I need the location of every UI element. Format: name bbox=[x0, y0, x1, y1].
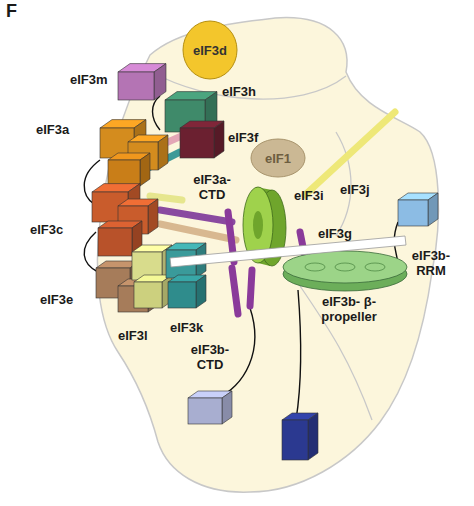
subunit-label: eIF3b- RRM bbox=[402, 248, 460, 278]
block-front bbox=[188, 398, 222, 424]
subunit-block bbox=[188, 391, 232, 424]
block-front bbox=[108, 160, 140, 186]
panel-letter: F bbox=[6, 4, 17, 19]
subunit-label: eIF3k bbox=[170, 320, 203, 335]
subunit-label: eIF3a- CTD bbox=[186, 172, 238, 202]
block-side bbox=[158, 135, 168, 170]
block-front bbox=[118, 72, 154, 100]
block-side bbox=[140, 153, 150, 186]
block-side bbox=[214, 121, 224, 158]
node-label: eIF3d bbox=[193, 43, 227, 58]
node-ellipse bbox=[251, 139, 305, 177]
block-front bbox=[180, 128, 214, 158]
subunit-label: eIF3h bbox=[222, 84, 256, 99]
subunit-label: eIF3i bbox=[294, 188, 324, 203]
block-front bbox=[398, 200, 428, 226]
block-side bbox=[148, 199, 158, 234]
ribosome-outline bbox=[97, 18, 438, 493]
linker-line bbox=[296, 290, 301, 420]
linker-line bbox=[153, 96, 161, 130]
block-front bbox=[98, 228, 132, 256]
ribosome-groove bbox=[152, 72, 346, 99]
subunit-label: eIF3b- β-propeller bbox=[306, 294, 392, 324]
eif1-ellipse: eIF1 bbox=[250, 138, 306, 178]
subunit-block bbox=[180, 121, 224, 158]
subunit-label: eIF3a bbox=[36, 122, 69, 137]
block-side bbox=[222, 391, 232, 424]
subunit-block bbox=[398, 193, 438, 226]
block-side bbox=[154, 64, 166, 100]
propeller-blade bbox=[305, 263, 325, 271]
subunit-block bbox=[282, 413, 318, 460]
subunit-block bbox=[108, 153, 150, 186]
subunit-block bbox=[134, 275, 172, 308]
propeller-blade bbox=[365, 263, 385, 271]
helix-rod bbox=[160, 224, 236, 240]
subunit-label: eIF3j bbox=[340, 182, 370, 197]
helix-rod bbox=[250, 270, 252, 306]
subunit-block bbox=[168, 275, 206, 308]
subunit-label: eIF3c bbox=[30, 222, 63, 237]
cylinder-hole bbox=[253, 211, 263, 239]
helix-bar bbox=[170, 236, 406, 267]
node-ellipse bbox=[183, 21, 237, 79]
subunit-label: eIF3m bbox=[70, 72, 108, 87]
propeller-top bbox=[283, 251, 407, 283]
subunit-label: eIF3g bbox=[318, 226, 352, 241]
subunit-label: eIF3b- CTD bbox=[184, 342, 236, 372]
helix-rod bbox=[232, 268, 238, 314]
block-side bbox=[308, 413, 318, 460]
linker-line bbox=[84, 232, 98, 272]
propeller-blade bbox=[335, 263, 355, 271]
block-front bbox=[282, 420, 308, 460]
node-label: eIF1 bbox=[265, 151, 291, 166]
block-side bbox=[196, 275, 206, 308]
subunit-block bbox=[118, 64, 166, 100]
subunit-label: eIF3e bbox=[40, 292, 73, 307]
subunit-label: eIF3f bbox=[228, 130, 258, 145]
subunit-label: eIF3l bbox=[118, 328, 148, 343]
block-front bbox=[134, 282, 162, 308]
helix-rod bbox=[160, 210, 232, 222]
block-side bbox=[428, 193, 438, 226]
eif3d-ellipse: eIF3d bbox=[182, 20, 238, 80]
block-front bbox=[168, 282, 196, 308]
